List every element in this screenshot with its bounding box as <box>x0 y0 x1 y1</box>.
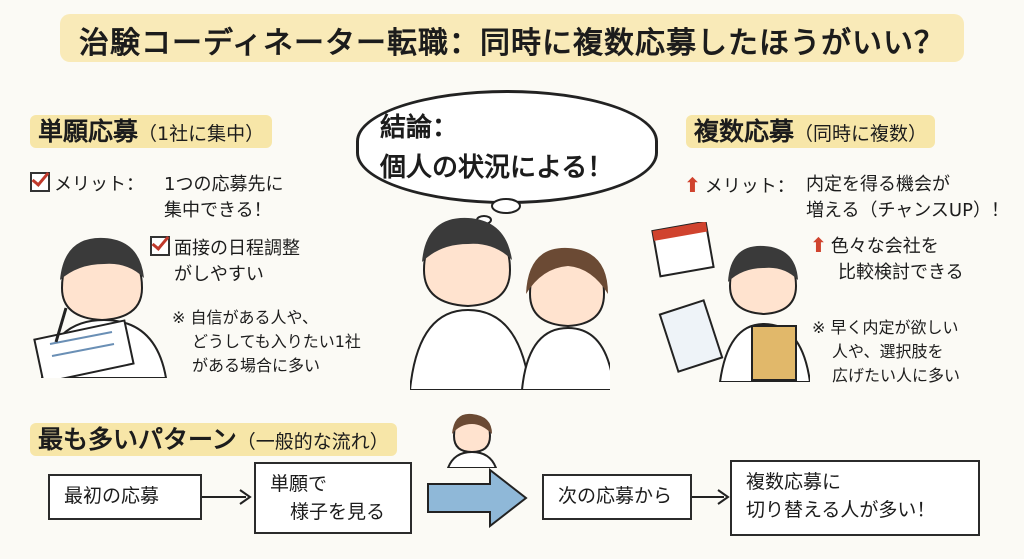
single-merit-1-line-a: 1つの応募先に <box>164 174 284 195</box>
big-arrow-right-icon <box>427 468 528 528</box>
single-merit-label: メリット： <box>54 174 144 195</box>
single-merit-1: メリット： <box>30 172 144 198</box>
thumbs-up-person-icon <box>446 413 498 468</box>
single-heading-sub: （1社に集中） <box>138 123 265 145</box>
arrow-right-icon <box>692 489 730 505</box>
multi-heading-text: 複数応募 <box>694 117 795 146</box>
single-merit-2: 面接の日程調整 がしやすい <box>150 236 300 288</box>
step-2-line-a: 単願で <box>270 473 328 495</box>
step-3-label: 次の応募から <box>558 485 673 507</box>
person-writing-illustration <box>33 237 168 378</box>
multi-merit-1: ⬆メリット： <box>684 172 795 200</box>
step-1-label: 最初の応募 <box>64 485 160 507</box>
multi-merit-1-text: 内定を得る機会が 増える（チャンスUP）！ <box>806 172 1009 224</box>
multi-note-line-3: 広げたい人に多い <box>832 366 961 385</box>
thinking-people-illustration <box>410 217 610 390</box>
step-next-application: 次の応募から <box>542 474 692 520</box>
single-merit-1-text: 1つの応募先に 集中できる！ <box>164 172 283 224</box>
multi-note: ※ 早く内定が欲しい 人や、選択肢を 広げたい人に多い <box>812 316 960 388</box>
multi-merit-2-line-a: 色々な会社を <box>830 236 939 257</box>
pattern-heading-sub: （一般的な流れ） <box>236 431 389 453</box>
single-heading: 単願応募（1社に集中） <box>30 112 273 148</box>
multi-merit-2: ⬆色々な会社を 比較検討できる <box>810 232 964 286</box>
single-note-line-2: どうしても入りたい1社 <box>192 332 361 351</box>
check-icon <box>30 172 50 192</box>
single-note: ※ 自信がある人や、 どうしても入りたい1社 がある場合に多い <box>172 306 361 378</box>
multi-merit-1-line-b: 増える（チャンスUP）！ <box>806 200 1009 221</box>
conclusion-line-2: 個人の状況による！ <box>380 153 614 183</box>
conclusion-bubble <box>356 90 658 204</box>
multi-merit-label: メリット： <box>704 176 795 197</box>
single-heading-text: 単願応募 <box>38 117 139 146</box>
multi-note-line-2: 人や、選択肢を <box>832 342 944 361</box>
step-switch-to-multiple: 複数応募に 切り替える人が多い！ <box>730 460 980 536</box>
person-documents-illustration <box>651 222 810 382</box>
title-highlight <box>60 14 964 62</box>
step-2-line-b: 様子を見る <box>290 501 386 523</box>
conclusion-text: 結論： 個人の状況による！ <box>380 108 613 188</box>
step-first-application: 最初の応募 <box>48 474 202 520</box>
check-icon <box>150 236 170 256</box>
page-title: 治験コーディネーター転職：同時に複数応募したほうがいい？ <box>79 26 945 61</box>
arrow-up-icon: ⬆ <box>810 233 827 257</box>
arrow-up-icon: ⬆ <box>684 173 701 197</box>
arrow-right-icon <box>202 489 252 505</box>
single-merit-2-line-a: 面接の日程調整 <box>174 238 300 259</box>
step-wait-and-see: 単願で 様子を見る <box>254 462 412 534</box>
pattern-heading-text: 最も多いパターン <box>38 425 237 454</box>
multi-heading-sub: （同時に複数） <box>794 123 928 145</box>
pattern-heading: 最も多いパターン（一般的な流れ） <box>30 420 397 456</box>
multi-note-line-1: ※ 早く内定が欲しい <box>812 318 959 337</box>
single-merit-2-line-b: がしやすい <box>174 264 264 285</box>
step-4-line-a: 複数応募に <box>746 471 842 493</box>
multi-merit-1-line-a: 内定を得る機会が <box>806 174 950 195</box>
multi-merit-2-line-b: 比較検討できる <box>838 262 964 283</box>
calendar-icon <box>651 222 715 278</box>
single-merit-1-line-b: 集中できる！ <box>164 200 272 221</box>
conclusion-line-1: 結論： <box>380 113 459 143</box>
single-note-line-3: がある場合に多い <box>192 356 321 375</box>
step-4-line-b: 切り替える人が多い！ <box>746 499 936 521</box>
single-note-line-1: ※ 自信がある人や、 <box>172 308 319 327</box>
multi-heading: 複数応募（同時に複数） <box>686 112 936 148</box>
